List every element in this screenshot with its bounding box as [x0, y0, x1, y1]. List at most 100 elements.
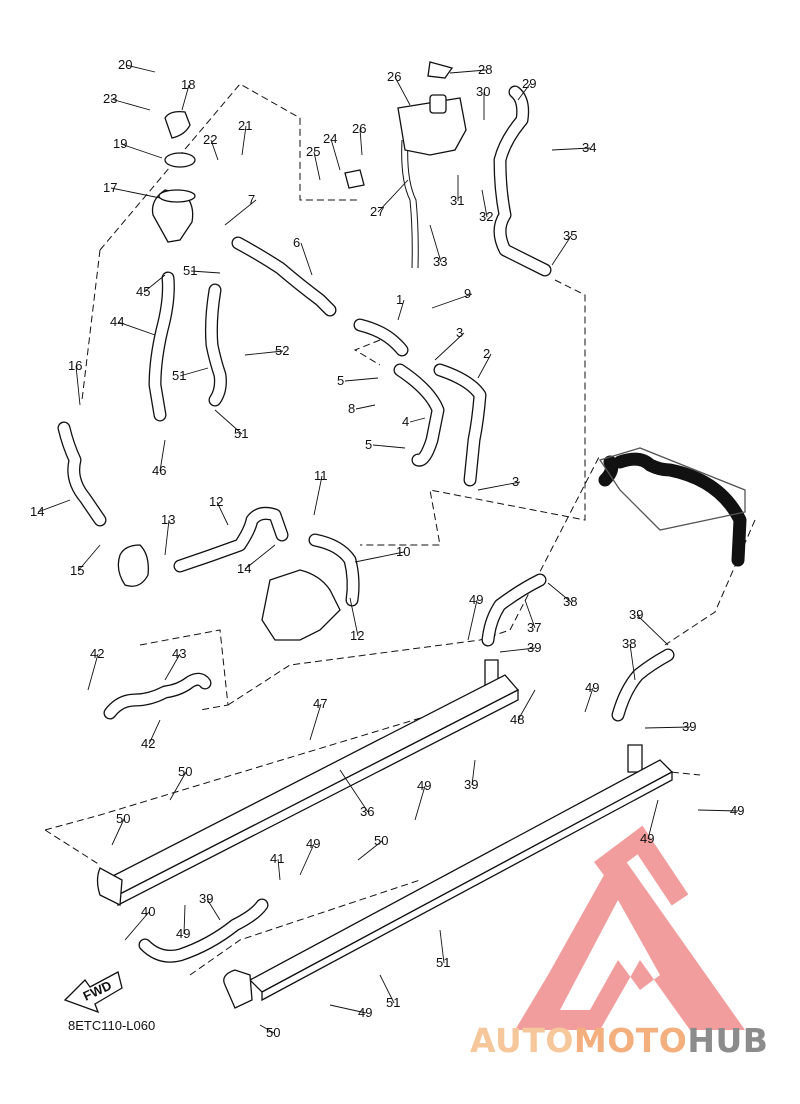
callout-number: 10 — [396, 544, 410, 559]
leader-line — [377, 179, 409, 213]
leader-line — [524, 599, 536, 629]
callout-number: 11 — [314, 468, 328, 483]
callout-number: 31 — [450, 193, 464, 208]
leader-line — [481, 189, 488, 218]
leader-line — [159, 439, 166, 472]
cooling-rails — [96, 674, 674, 1009]
leader-line — [179, 367, 209, 377]
callout-number: 1 — [396, 292, 403, 307]
callout-number: 30 — [476, 84, 490, 99]
leader-line — [697, 809, 739, 812]
callout-number: 47 — [313, 696, 327, 711]
callout-number: 25 — [306, 144, 320, 159]
leader-line — [355, 404, 376, 410]
callout-number: 52 — [275, 343, 289, 358]
leader-line — [181, 84, 190, 111]
watermark-hub: HUB — [687, 1021, 768, 1060]
leader-line — [636, 614, 669, 646]
callout-number: 34 — [582, 140, 596, 155]
watermark-logo — [515, 825, 745, 1030]
callout-number: 13 — [161, 512, 175, 527]
callout-number: 26 — [387, 69, 401, 84]
callout-number: 38 — [622, 636, 636, 651]
callout-number: 39 — [682, 719, 696, 734]
leader-line — [357, 840, 383, 861]
leader-line — [329, 1004, 367, 1014]
leader-line — [224, 199, 257, 226]
callout-number: 12 — [209, 494, 223, 509]
callout-number: 14 — [30, 504, 44, 519]
leader-line — [77, 544, 101, 572]
callout-number: 22 — [203, 132, 217, 147]
leader-line — [120, 143, 163, 159]
leader-line — [349, 597, 359, 637]
leader-line — [125, 64, 156, 73]
leader-line — [359, 128, 363, 156]
hoses — [57, 85, 747, 963]
callout-number: 43 — [172, 646, 186, 661]
leader-line — [75, 365, 81, 406]
watermark-text: AUTOMOTOHUB — [470, 1021, 768, 1060]
callout-number: 7 — [248, 192, 255, 207]
leader-line — [517, 689, 536, 721]
diagram-code: 8ETC110-L060 — [68, 1018, 155, 1033]
leader-line — [517, 83, 531, 101]
callout-number: 2 — [483, 346, 490, 361]
callout-number: 23 — [103, 91, 117, 106]
leader-line — [183, 904, 186, 935]
callout-number: 49 — [730, 803, 744, 818]
callout-number: 6 — [293, 235, 300, 250]
callout-number: 16 — [68, 358, 82, 373]
leader-line — [87, 653, 99, 691]
callout-number: 50 — [266, 1025, 280, 1040]
callout-number: 9 — [464, 286, 471, 301]
leader-line — [467, 599, 478, 641]
callout-number: 51 — [386, 995, 400, 1010]
leader-line — [110, 187, 161, 199]
leader-line — [210, 139, 219, 161]
leader-line — [477, 353, 492, 379]
leader-line — [551, 147, 591, 151]
callout-number: 49 — [306, 836, 320, 851]
callout-number: 27 — [370, 204, 384, 219]
callout-number: 46 — [152, 463, 166, 478]
leader-line — [241, 125, 247, 156]
leader-line — [629, 643, 636, 681]
callout-number: 4 — [402, 414, 409, 429]
callout-number: 37 — [527, 620, 541, 635]
leader-line — [111, 818, 125, 846]
watermark-auto: AUTO — [470, 1021, 574, 1060]
leader-line — [471, 759, 476, 786]
components — [117, 61, 746, 773]
callout-number: 35 — [563, 228, 577, 243]
callout-number: 48 — [510, 712, 524, 727]
leader-line — [414, 785, 426, 821]
leader-line — [299, 843, 315, 876]
callout-number: 14 — [237, 561, 251, 576]
callout-number: 39 — [199, 891, 213, 906]
leader-line — [117, 321, 156, 336]
leader-line — [164, 519, 170, 556]
callout-number: 49 — [176, 926, 190, 941]
callout-number: 40 — [141, 904, 155, 919]
leader-line — [439, 929, 445, 964]
callout-number: 50 — [178, 764, 192, 779]
leader-line — [124, 911, 150, 941]
callout-number: 51 — [234, 426, 248, 441]
leader-line — [313, 151, 321, 181]
callout-number: 39 — [527, 640, 541, 655]
leader-line — [379, 974, 395, 1004]
leader-line — [300, 242, 313, 276]
leader-line — [148, 719, 161, 745]
callout-number: 42 — [141, 736, 155, 751]
leader-line — [277, 858, 281, 881]
leader-line — [169, 771, 187, 801]
callout-number: 49 — [417, 778, 431, 793]
callout-number: 5 — [365, 437, 372, 452]
leader-line — [37, 499, 71, 513]
leader-line — [409, 417, 426, 423]
leader-line — [206, 898, 221, 921]
leader-line — [434, 332, 465, 361]
leader-line — [449, 69, 487, 74]
leader-line — [397, 299, 405, 321]
